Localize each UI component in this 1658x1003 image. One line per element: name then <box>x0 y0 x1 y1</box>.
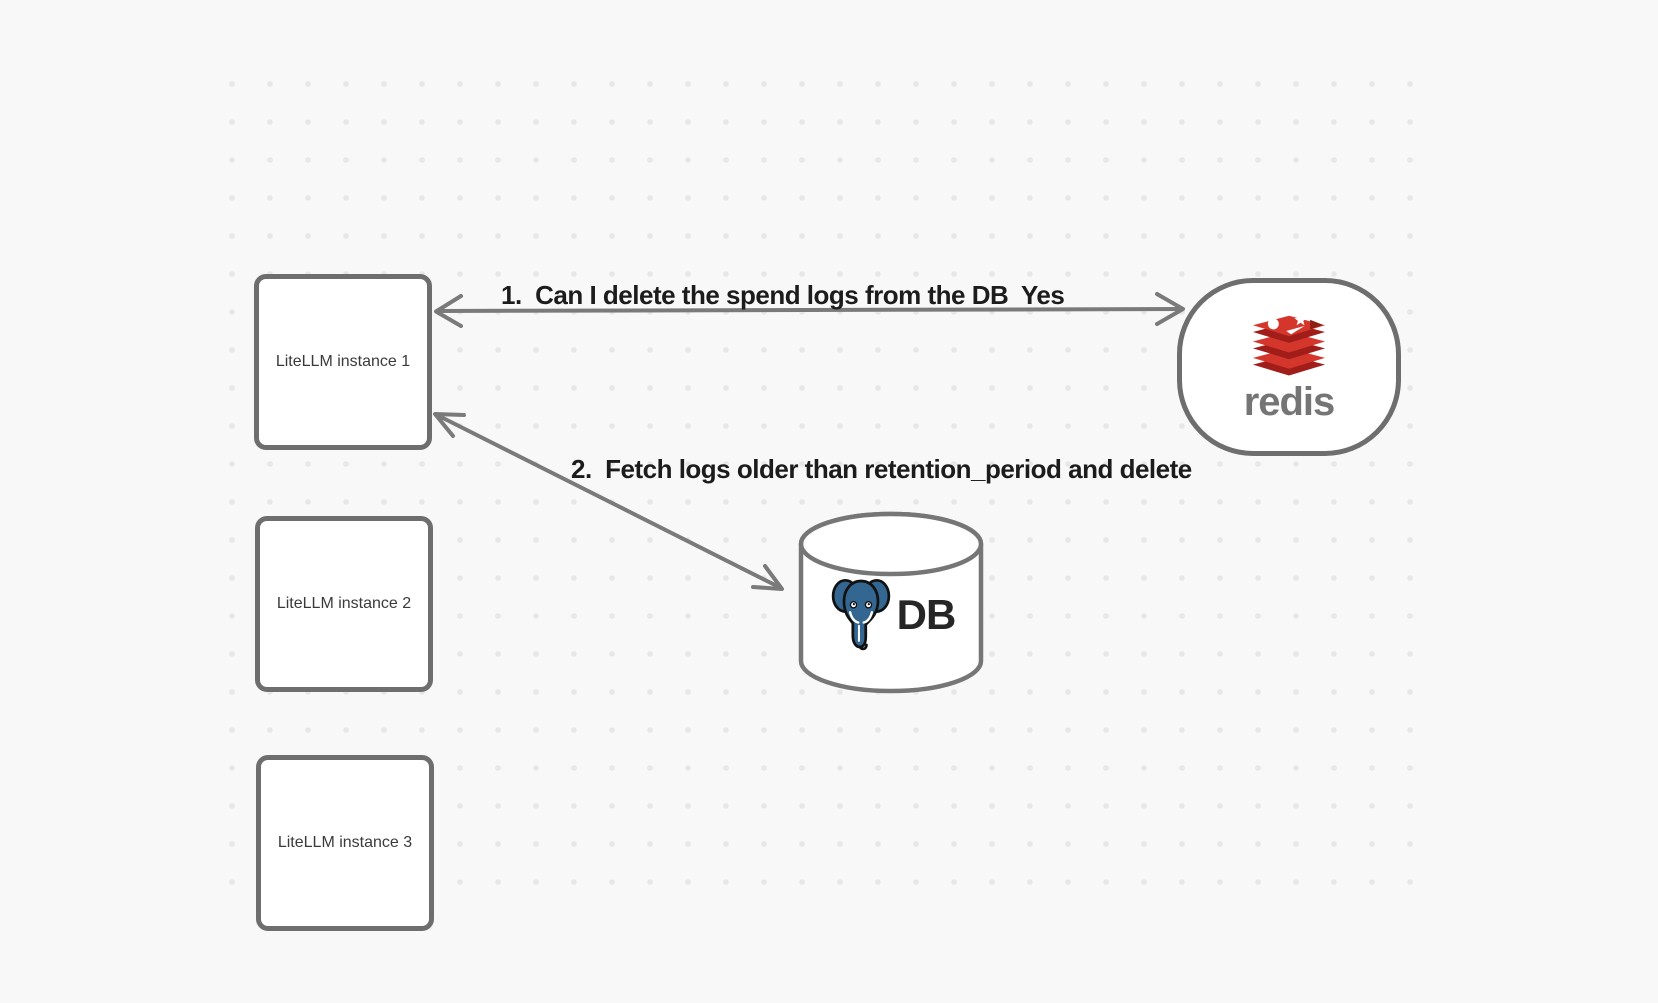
db-label: DB <box>896 591 957 638</box>
redis-wordmark: redis <box>1243 379 1336 424</box>
node-label: LiteLLM instance 1 <box>275 353 411 370</box>
edge1-response-label: Yes <box>1021 280 1065 310</box>
node-redis: redis <box>1177 278 1401 456</box>
node-litellm-instance-1: LiteLLM instance 1 <box>254 274 432 450</box>
postgresql-elephant-icon <box>831 578 890 651</box>
edge1-question-label: 1. Can I delete the spend logs from the … <box>501 280 1009 310</box>
db-cylinder-shape <box>798 511 984 694</box>
node-litellm-instance-2: LiteLLM instance 2 <box>255 516 433 692</box>
node-label: LiteLLM instance 2 <box>276 595 412 612</box>
node-litellm-instance-3: LiteLLM instance 3 <box>256 755 434 931</box>
node-label: LiteLLM instance 3 <box>277 834 413 851</box>
redis-logo-icon <box>1252 313 1326 376</box>
edge2-fetch-label: 2. Fetch logs older than retention_perio… <box>571 454 1192 484</box>
db-node-content: DB <box>808 573 974 657</box>
node-db: DB <box>796 511 986 695</box>
